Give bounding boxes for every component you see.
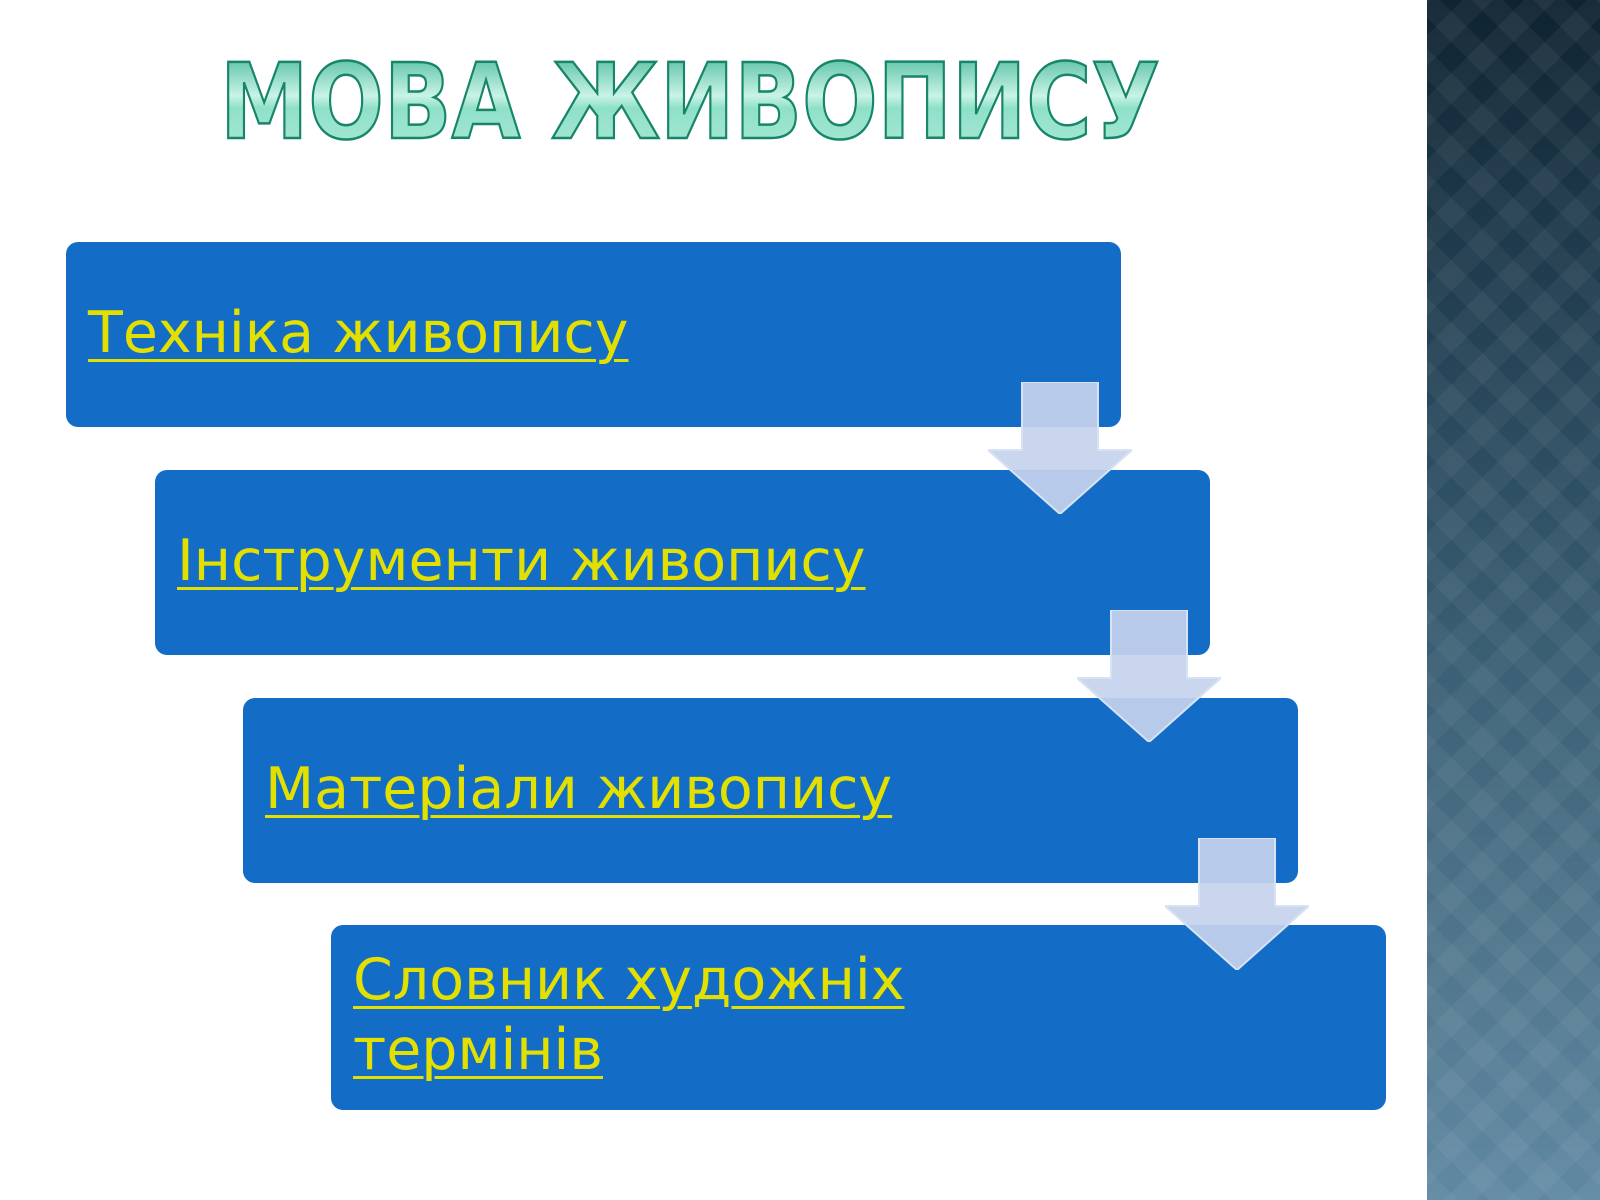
step-box-materials[interactable]: Матеріали живопису [243, 698, 1298, 883]
link-glossary[interactable]: Словник художніх термінів [353, 947, 905, 1083]
slide-title-text: МОВА ЖИВОПИСУ [220, 41, 1160, 160]
down-arrow-icon [988, 382, 1132, 514]
link-technique[interactable]: Техніка живопису [88, 300, 629, 366]
down-arrow-icon [1077, 610, 1221, 742]
down-arrow-icon [1165, 838, 1309, 970]
step-box-glossary[interactable]: Словник художніх термінів [331, 925, 1386, 1110]
link-instruments[interactable]: Інструменти живопису [177, 528, 866, 594]
decorative-side-panel [1427, 0, 1600, 1200]
step-box-instruments[interactable]: Інструменти живопису [155, 470, 1210, 655]
slide-title: МОВА ЖИВОПИСУ [220, 40, 1170, 160]
link-materials[interactable]: Матеріали живопису [265, 756, 893, 822]
step-box-technique[interactable]: Техніка живопису [66, 242, 1121, 427]
slide-title-art: МОВА ЖИВОПИСУ [220, 40, 1161, 160]
